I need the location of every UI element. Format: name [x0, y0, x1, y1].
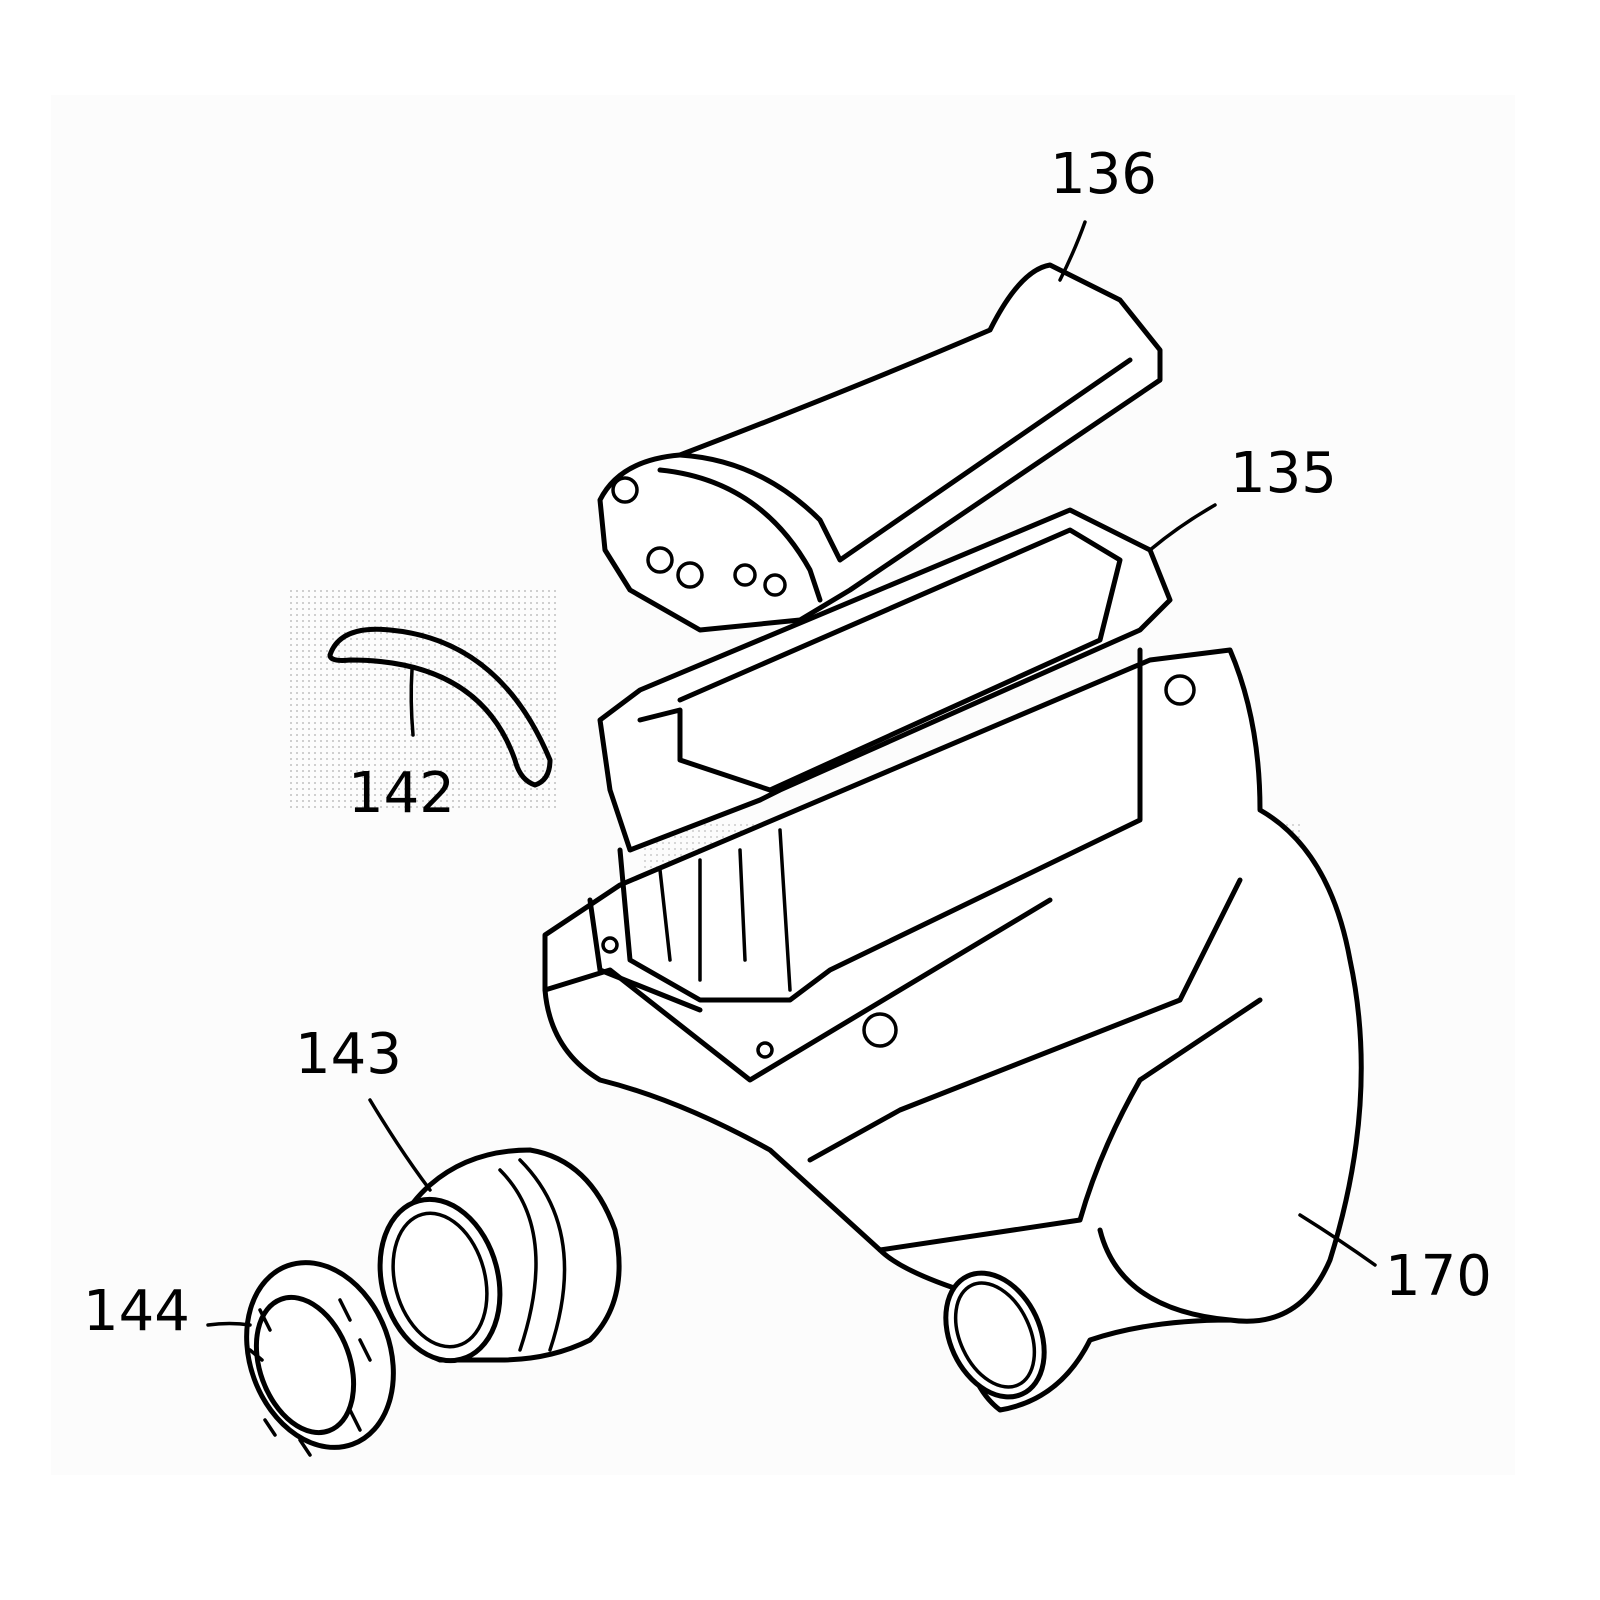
label-142: 142 — [348, 761, 455, 826]
leader-line-136 — [1058, 220, 1087, 282]
leader-line-143 — [368, 1098, 432, 1192]
filter-element-135 — [587, 507, 1173, 1013]
label-170: 170 — [1385, 1244, 1492, 1309]
label-144: 144 — [83, 1279, 190, 1344]
leader-line-142 — [409, 668, 415, 737]
leader-line-135 — [1148, 503, 1217, 552]
leader-line-144 — [206, 1321, 252, 1327]
clamp-144 — [244, 1260, 396, 1457]
label-143: 143 — [295, 1022, 402, 1087]
sleeve-143 — [377, 1147, 622, 1364]
housing-170 — [542, 647, 1364, 1413]
leader-line-170 — [1298, 1213, 1377, 1267]
label-136: 136 — [1050, 142, 1157, 207]
seal-strip-142 — [327, 626, 553, 788]
label-135: 135 — [1230, 441, 1337, 506]
cover-136 — [597, 262, 1163, 633]
